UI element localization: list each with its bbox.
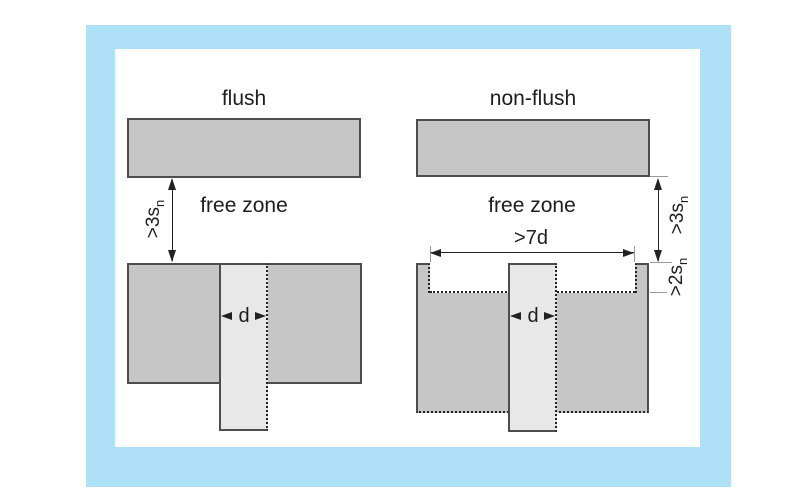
- dim-3sn-text: >3s: [667, 203, 688, 235]
- arrowhead-right-icon: [623, 249, 634, 257]
- witness-line: [634, 246, 635, 262]
- target-plate: [416, 119, 650, 177]
- arrowhead-left-icon: [510, 312, 521, 320]
- non-flush-title: non-flush: [489, 87, 577, 110]
- dimension-line-3sn: [172, 180, 173, 261]
- extension-line: [650, 262, 672, 263]
- mounting-wall-left: [416, 263, 430, 293]
- dim-3sn-subscript: n: [675, 195, 691, 204]
- dim-label-d: d: [527, 305, 539, 327]
- flush-title: flush: [221, 87, 267, 110]
- arrowhead-down-icon: [654, 250, 662, 262]
- dimension-line-3sn: [658, 180, 659, 261]
- arrowhead-right-icon: [255, 312, 266, 320]
- free-zone-label: free zone: [488, 194, 576, 217]
- dim-2sn-text: >2s: [666, 265, 687, 297]
- sensor-body: [219, 263, 268, 431]
- dim-label-3sn: >3sn: [667, 189, 691, 241]
- target-plate: [127, 118, 361, 178]
- arrowhead-left-icon: [221, 312, 232, 320]
- dim-label-d: d: [238, 305, 250, 327]
- arrowhead-left-icon: [430, 249, 441, 257]
- free-zone-label: free zone: [200, 194, 288, 217]
- sensor-body: [508, 263, 557, 432]
- dim-label-3sn: >3sn: [143, 193, 167, 245]
- extension-line: [650, 292, 667, 293]
- dim-label-2sn: >2sn: [666, 251, 690, 303]
- extension-line: [650, 176, 668, 177]
- arrowhead-down-icon: [168, 250, 176, 262]
- mounting-wall-right: [635, 263, 649, 293]
- dim-3sn-text: >3s: [143, 207, 164, 239]
- dim-2sn-subscript: n: [674, 257, 690, 266]
- dim-label-7d: >7d: [514, 227, 548, 249]
- arrowhead-up-icon: [168, 178, 176, 190]
- arrowhead-up-icon: [654, 178, 662, 190]
- dimension-line-7d: [431, 252, 635, 253]
- arrowhead-right-icon: [544, 312, 555, 320]
